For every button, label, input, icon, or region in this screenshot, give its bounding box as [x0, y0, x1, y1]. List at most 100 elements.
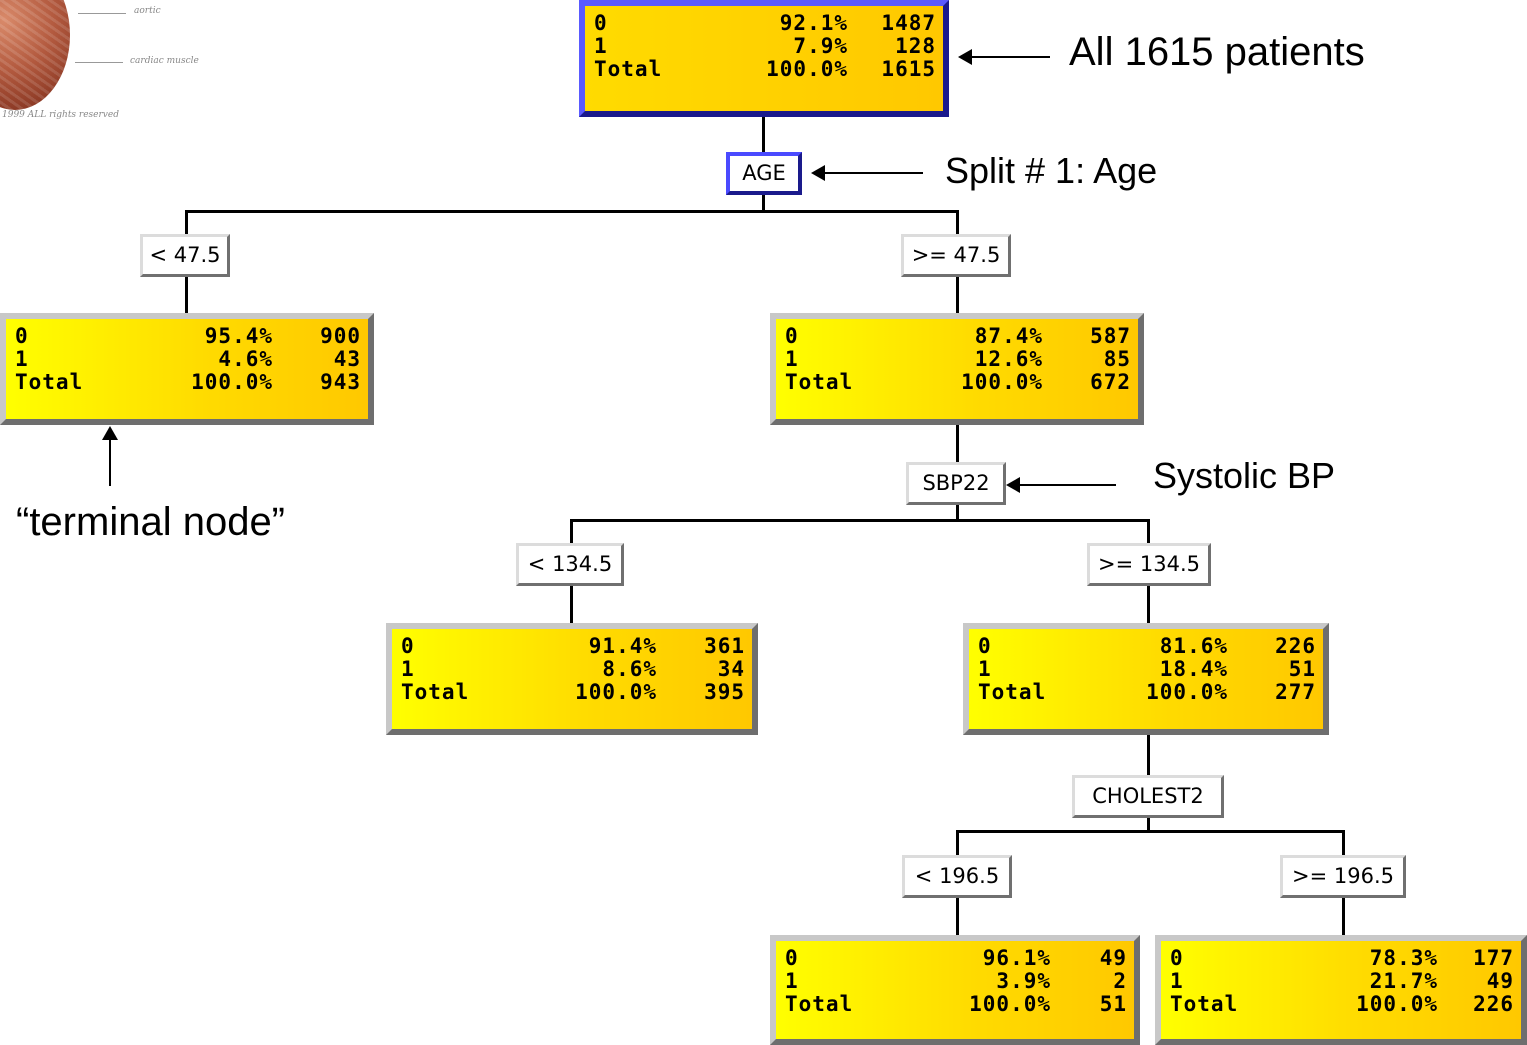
class-label: 1: [594, 35, 712, 58]
percent-value: 3.9%: [903, 970, 1051, 993]
percent-value: 100.0%: [903, 371, 1043, 394]
count-value: 277: [1228, 681, 1316, 704]
count-value: 34: [657, 658, 745, 681]
percent-value: 92.1%: [712, 12, 848, 35]
heart-caption-2: cardiac muscle: [130, 56, 199, 66]
percent-value: 100.0%: [1288, 993, 1438, 1016]
class-label: 0: [978, 635, 1096, 658]
count-value: 43: [273, 348, 361, 371]
percent-value: 18.4%: [1096, 658, 1228, 681]
class-label: Total: [15, 371, 133, 394]
arrow-age: [813, 172, 923, 174]
terminal-node-annotation: “terminal node”: [16, 500, 285, 545]
condition-age-low: < 47.5: [140, 234, 230, 277]
count-value: 2: [1051, 970, 1127, 993]
root-annotation: All 1615 patients: [1069, 30, 1365, 75]
condition-age-high: >= 47.5: [901, 234, 1011, 277]
percent-value: 87.4%: [903, 325, 1043, 348]
count-value: 587: [1043, 325, 1131, 348]
count-value: 361: [657, 635, 745, 658]
split-sbp22: SBP22: [906, 462, 1006, 505]
percent-value: 95.4%: [133, 325, 273, 348]
condition-chol-low: < 196.5: [902, 855, 1012, 898]
split-cholest2: CHOLEST2: [1072, 775, 1224, 818]
class-label: 1: [785, 348, 903, 371]
arrow-root: [960, 56, 1050, 58]
count-value: 900: [273, 325, 361, 348]
count-value: 49: [1438, 970, 1514, 993]
percent-value: 81.6%: [1096, 635, 1228, 658]
count-value: 672: [1043, 371, 1131, 394]
class-label: 1: [15, 348, 133, 371]
class-label: Total: [785, 371, 903, 394]
percent-value: 100.0%: [1096, 681, 1228, 704]
percent-value: 21.7%: [1288, 970, 1438, 993]
percent-value: 4.6%: [133, 348, 273, 371]
percent-value: 100.0%: [903, 993, 1051, 1016]
heart-caption-1: aortic: [134, 6, 161, 16]
percent-value: 8.6%: [519, 658, 657, 681]
class-label: 0: [15, 325, 133, 348]
count-value: 51: [1228, 658, 1316, 681]
class-label: Total: [785, 993, 903, 1016]
class-label: Total: [594, 58, 712, 81]
class-label: 1: [1170, 970, 1288, 993]
heart-caption-3: 1999 ALL rights reserved: [2, 110, 119, 120]
split2-annotation: Systolic BP: [1153, 455, 1335, 497]
percent-value: 100.0%: [133, 371, 273, 394]
count-value: 226: [1228, 635, 1316, 658]
split-age: AGE: [726, 152, 802, 195]
percent-value: 96.1%: [903, 947, 1051, 970]
count-value: 51: [1051, 993, 1127, 1016]
percent-value: 100.0%: [519, 681, 657, 704]
condition-sbp-high: >= 134.5: [1087, 543, 1211, 586]
class-label: 1: [978, 658, 1096, 681]
split1-annotation: Split # 1: Age: [945, 150, 1157, 192]
percent-value: 100.0%: [712, 58, 848, 81]
count-value: 49: [1051, 947, 1127, 970]
arrow-sbp22: [1008, 484, 1116, 486]
count-value: 1487: [848, 12, 936, 35]
percent-value: 78.3%: [1288, 947, 1438, 970]
count-value: 128: [848, 35, 936, 58]
percent-value: 91.4%: [519, 635, 657, 658]
class-label: 1: [401, 658, 519, 681]
class-label: Total: [978, 681, 1096, 704]
class-label: 0: [401, 635, 519, 658]
class-label: 0: [594, 12, 712, 35]
count-value: 1615: [848, 58, 936, 81]
percent-value: 12.6%: [903, 348, 1043, 371]
class-label: 1: [785, 970, 903, 993]
count-value: 943: [273, 371, 361, 394]
class-label: 0: [785, 325, 903, 348]
class-label: Total: [401, 681, 519, 704]
count-value: 85: [1043, 348, 1131, 371]
arrow-terminal: [109, 428, 111, 486]
